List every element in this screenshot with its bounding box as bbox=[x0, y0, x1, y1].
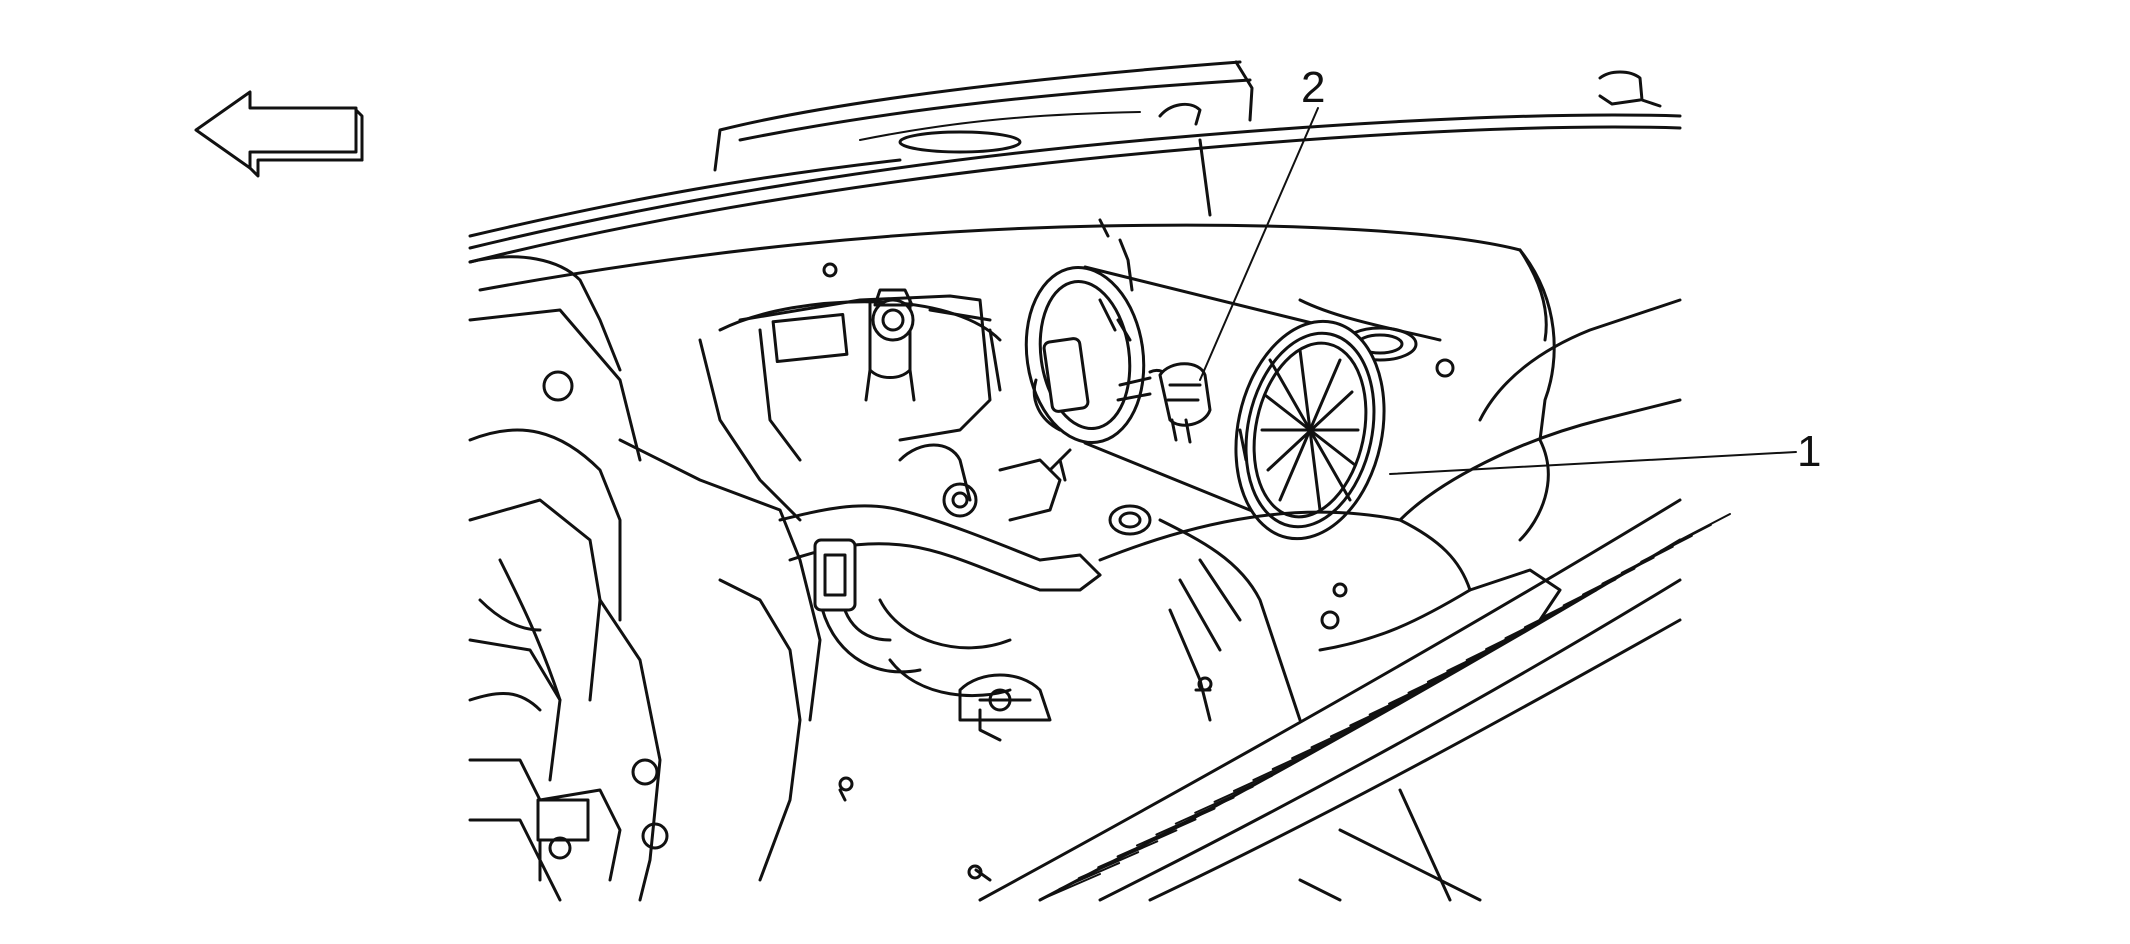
grille-fin bbox=[1271, 742, 1331, 771]
grille-fin bbox=[1582, 567, 1636, 596]
grille-fins bbox=[1039, 513, 1731, 901]
leader-line-1 bbox=[1389, 451, 1797, 475]
grille-fin bbox=[1329, 709, 1388, 738]
grille-fin bbox=[1562, 578, 1617, 607]
grille-fin bbox=[1504, 611, 1560, 640]
leader-lines bbox=[1199, 107, 1797, 475]
grille-fin bbox=[1232, 763, 1292, 792]
grille-fin bbox=[1116, 829, 1178, 858]
grille-fin bbox=[1368, 687, 1426, 716]
grille-fin bbox=[1213, 774, 1273, 803]
grille-fin bbox=[1465, 633, 1521, 661]
callout-label-1: 1 bbox=[1797, 427, 1822, 476]
grille-fin bbox=[1039, 873, 1101, 901]
center-bracket bbox=[738, 288, 1002, 462]
grille-fin bbox=[1388, 676, 1445, 705]
grille-fin bbox=[1155, 807, 1216, 836]
grille-fin bbox=[1310, 720, 1369, 749]
grille-fin bbox=[1252, 753, 1311, 781]
grille-fin bbox=[1446, 643, 1502, 672]
grille-fin bbox=[1679, 513, 1731, 541]
hood-edge bbox=[468, 60, 1682, 264]
grille-fin bbox=[1543, 589, 1598, 618]
grille-fin bbox=[1194, 785, 1254, 814]
misc-fasteners bbox=[838, 673, 1052, 882]
grille-fin bbox=[1097, 840, 1159, 869]
bulb-assembly bbox=[1024, 265, 1212, 445]
grille-fin bbox=[1174, 796, 1235, 825]
grille-fin bbox=[1349, 698, 1407, 727]
callout-label-2: 2 bbox=[1301, 63, 1326, 112]
firewall bbox=[478, 218, 1548, 522]
grille-fin bbox=[1058, 862, 1121, 891]
grille-fin bbox=[1291, 731, 1350, 760]
left-body-panels bbox=[468, 255, 822, 902]
grille-fin bbox=[1407, 665, 1464, 694]
grille-fin bbox=[1485, 622, 1541, 651]
grille-fin bbox=[1523, 600, 1579, 629]
grille-fin bbox=[1077, 851, 1140, 880]
grille-fin bbox=[1135, 818, 1197, 847]
right-body-panels bbox=[1098, 248, 1682, 722]
leader-line-2 bbox=[1199, 107, 1319, 381]
left-arrow-icon bbox=[194, 90, 364, 178]
hoses-and-connectors bbox=[778, 443, 1102, 698]
headlamp-housing bbox=[1083, 265, 1386, 541]
grille-fin bbox=[1426, 654, 1483, 683]
radiator-grille bbox=[978, 498, 1731, 902]
